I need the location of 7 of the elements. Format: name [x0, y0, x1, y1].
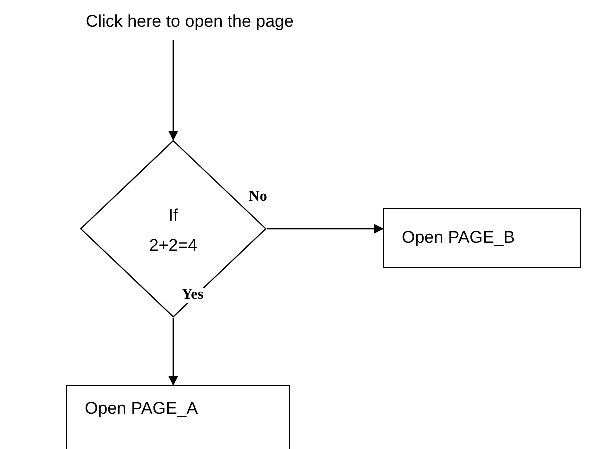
- arrow: [267, 224, 384, 234]
- start-label: Click here to open the page: [30, 4, 350, 40]
- process-box: Open PAGE_B: [383, 208, 581, 268]
- process-box: Open PAGE_A: [66, 385, 290, 449]
- arrow: [168, 40, 178, 141]
- edge-label: Yes: [181, 288, 205, 303]
- arrow: [168, 318, 178, 386]
